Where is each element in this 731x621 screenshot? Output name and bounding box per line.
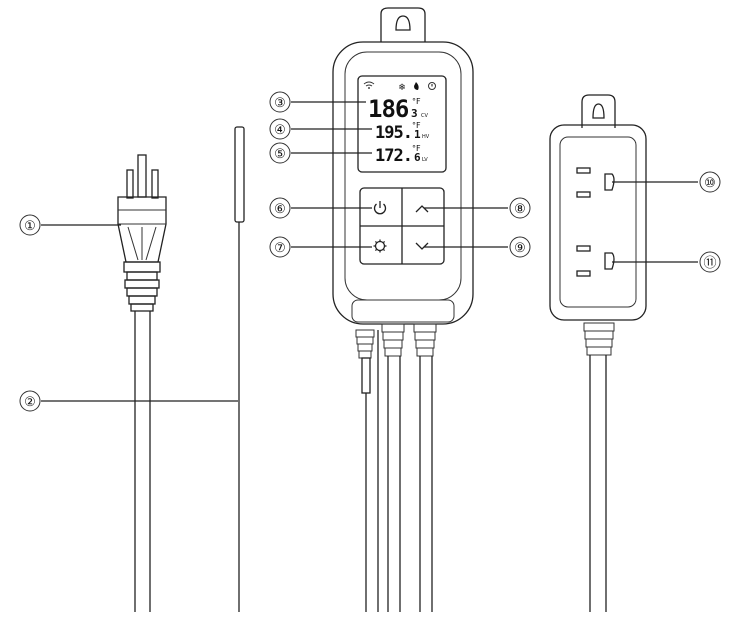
callout-1: ① xyxy=(24,219,36,234)
power-plug xyxy=(117,154,167,312)
display-row-3-tag: LV xyxy=(422,157,428,163)
display-row-2-decimal: 1 xyxy=(414,128,421,141)
controller-cables xyxy=(365,330,433,612)
lcd-display xyxy=(357,75,447,173)
temperature-probe xyxy=(234,126,245,612)
callout-11: ⑪ xyxy=(703,256,716,271)
outlet-box xyxy=(549,94,647,612)
controller-unit: ❄ 186 °F 3 CV 195. °F 1 HV 172. °F 6 LV xyxy=(332,7,474,612)
alert-icon xyxy=(428,82,436,90)
callout-8: ⑧ xyxy=(514,202,526,217)
controller-connectors xyxy=(355,323,437,394)
display-row-1-value: 186 xyxy=(368,95,409,123)
callout-9: ⑨ xyxy=(514,241,526,256)
wifi-icon xyxy=(363,81,375,89)
power-button[interactable] xyxy=(361,189,401,225)
callout-7: ⑦ xyxy=(274,241,286,256)
display-row-3-value: 172. xyxy=(375,146,412,166)
outlet-2 xyxy=(576,245,615,277)
flame-icon xyxy=(414,82,419,90)
up-button[interactable] xyxy=(403,189,443,225)
power-cord xyxy=(134,311,151,612)
callout-4: ④ xyxy=(274,123,286,138)
display-row-2-tag: HV xyxy=(422,134,430,140)
callout-leaders xyxy=(41,101,698,402)
display-row-1-unit: °F xyxy=(412,97,421,106)
down-button[interactable] xyxy=(403,227,443,263)
display-row-1-decimal: 3 xyxy=(411,107,418,120)
display-row-1-tag: CV xyxy=(421,113,428,119)
settings-button[interactable] xyxy=(361,227,401,263)
display-row-3-decimal: 6 xyxy=(414,151,421,164)
snowflake-icon: ❄ xyxy=(398,83,406,93)
callout-6: ⑥ xyxy=(274,202,286,217)
callout-2: ② xyxy=(24,395,36,410)
callout-10: ⑩ xyxy=(704,176,716,191)
callout-3: ③ xyxy=(274,96,286,111)
callout-5: ⑤ xyxy=(274,147,286,162)
gear-icon xyxy=(373,239,387,253)
display-row-2-value: 195. xyxy=(375,123,412,143)
chevron-up-icon xyxy=(415,205,429,213)
chevron-down-icon xyxy=(415,242,429,250)
display-row-2-unit: °F xyxy=(412,121,421,130)
power-icon xyxy=(373,201,387,215)
outlet-1 xyxy=(576,167,615,198)
display-row-3-unit: °F xyxy=(412,144,421,153)
callout-labels: ① ② ③ ④ ⑤ ⑥ ⑦ ⑧ ⑨ ⑩ ⑪ xyxy=(19,91,721,412)
